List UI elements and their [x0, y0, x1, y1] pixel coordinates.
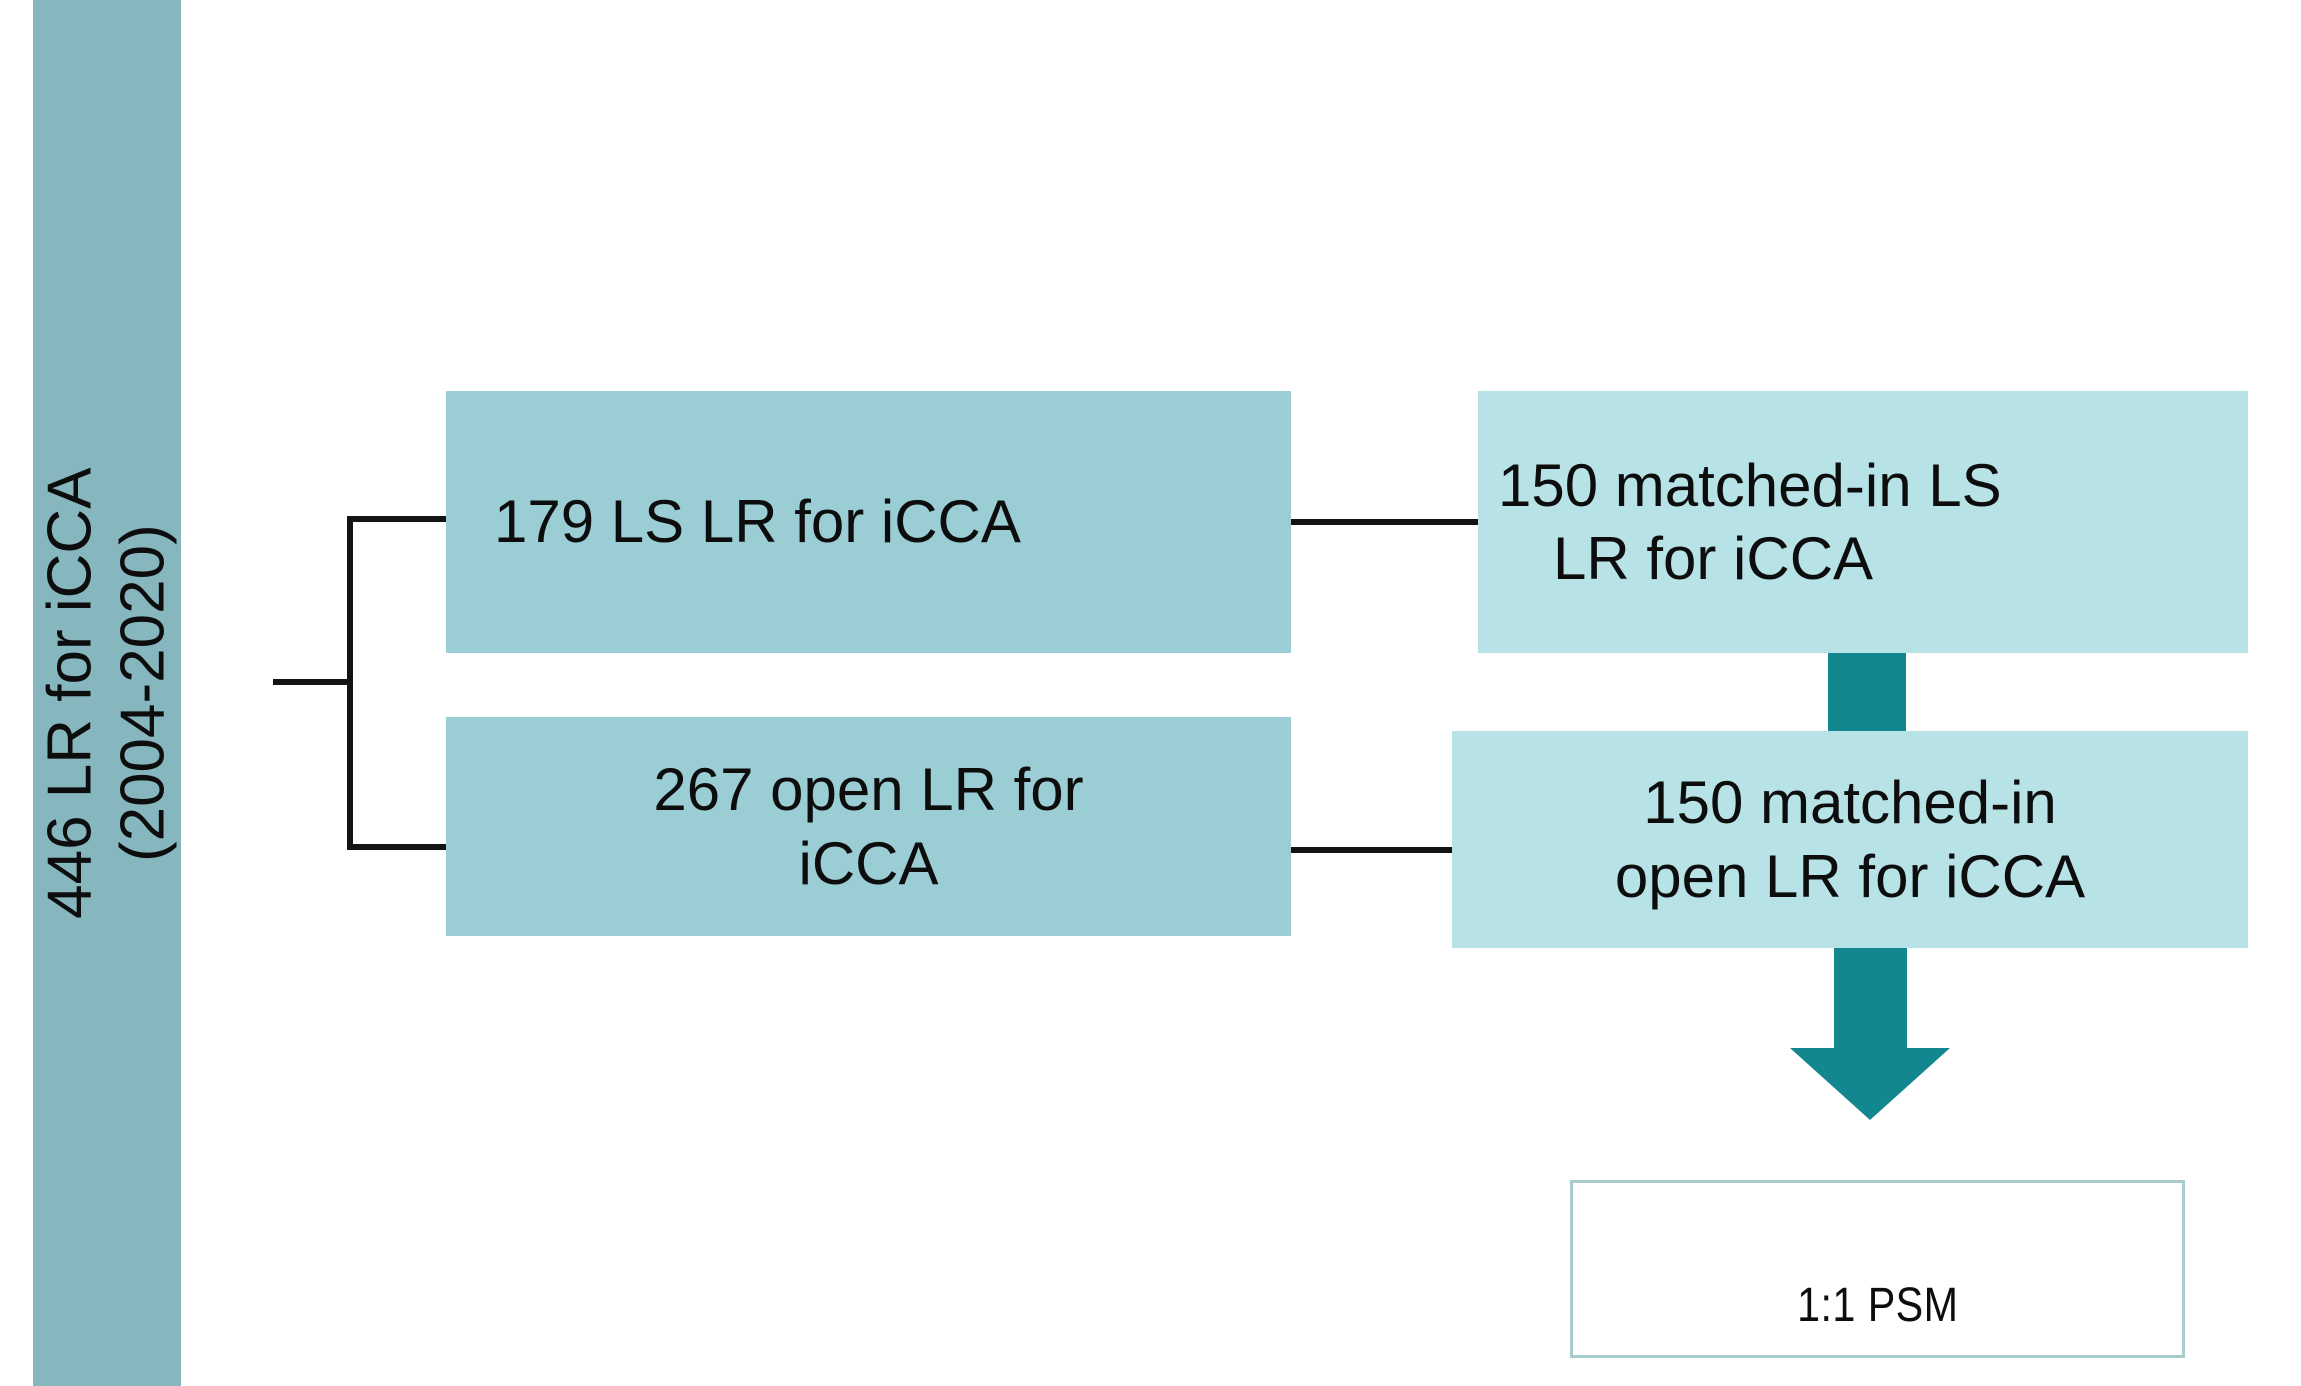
node-matched-open-line-1: 150 matched-in: [1643, 769, 2057, 837]
node-ls-lr-line-1: 179 LS LR for iCCA: [494, 488, 1021, 556]
down-arrow-shaft: [1834, 948, 1907, 1054]
node-open-lr-line-2: iCCA: [798, 829, 939, 897]
node-open-lr: 267 open LR for iCCA: [446, 717, 1291, 936]
down-arrow-head: [1790, 1048, 1950, 1120]
node-outcome-psm-label: 1:1 PSM: [1796, 1279, 1959, 1332]
bracket-arm-bottom: [347, 844, 447, 850]
node-ls-lr: 179 LS LR for iCCA: [446, 391, 1291, 653]
link-line-open-matched: [1291, 847, 1452, 853]
source-cohort-bar: 446 LR for iCCA (2004-2020): [33, 0, 181, 1386]
node-matched-ls-line-2: LR for iCCA: [1553, 525, 1874, 592]
bracket-stem: [273, 679, 353, 685]
source-cohort-line-1: 446 LR for iCCA: [35, 467, 105, 919]
node-open-lr-line-1: 267 open LR for: [653, 756, 1084, 824]
node-matched-open: 150 matched-in open LR for iCCA: [1452, 731, 2248, 948]
bracket-spine: [347, 516, 353, 850]
node-matched-ls-line-1: 150 matched-in LS: [1498, 451, 2002, 519]
bracket-arm-top: [347, 516, 447, 522]
source-cohort-line-2: (2004-2020): [109, 524, 179, 862]
node-matched-ls: 150 matched-in LS LR for iCCA: [1478, 391, 2248, 653]
node-matched-open-line-2: open LR for iCCA: [1614, 842, 2086, 910]
link-line-ls-matched: [1291, 519, 1478, 525]
teal-connector-block: [1828, 653, 1906, 731]
down-arrow-icon: [1790, 948, 1950, 1120]
source-cohort-label: 446 LR for iCCA (2004-2020): [34, 467, 180, 918]
node-outcome-psm: 1:1 PSM: [1570, 1180, 2185, 1358]
